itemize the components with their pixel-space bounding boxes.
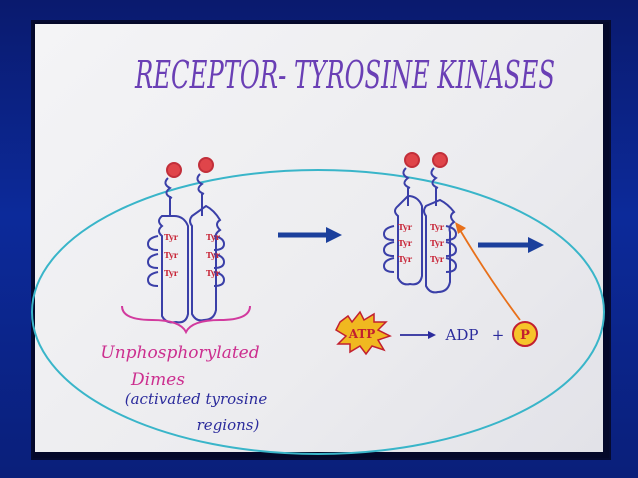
cell-membrane — [31, 169, 605, 455]
tyr-label: Tyr — [430, 222, 445, 232]
dimer-label-line1: Unphosphorylated — [100, 343, 259, 363]
reaction-arrow — [400, 331, 436, 339]
tyr-label: Tyr — [206, 268, 221, 278]
atp-label: ATP — [348, 327, 376, 341]
tyr-label: Tyr — [164, 268, 179, 278]
paper-sheet — [35, 24, 603, 452]
tyr-label: Tyr — [398, 254, 413, 264]
tyr-label: Tyr — [430, 238, 445, 248]
ligand-right-1 — [404, 152, 420, 168]
phosphate-label: P — [520, 328, 530, 343]
receptor-dimer-left — [146, 157, 226, 324]
arrow-right-2 — [478, 237, 544, 253]
ligand-left-1 — [166, 162, 182, 178]
dimer-note-line2: regions) — [197, 416, 260, 434]
atp-burst — [335, 310, 392, 356]
ligand-right-2 — [432, 152, 448, 168]
tyr-labels-left: Tyr Tyr Tyr Tyr Tyr Tyr — [164, 232, 221, 278]
tyr-label: Tyr — [430, 254, 445, 264]
phosphate-transfer-arrow — [455, 222, 521, 321]
tyr-label: Tyr — [398, 222, 413, 232]
tyr-label: Tyr — [206, 250, 221, 260]
tyr-label: Tyr — [206, 232, 221, 242]
tyr-label: Tyr — [398, 238, 413, 248]
dimer-bracket — [121, 305, 251, 335]
adp-label: ADP — [445, 326, 479, 344]
phosphate-circle — [512, 321, 538, 347]
tyr-label: Tyr — [164, 250, 179, 260]
tyr-label: Tyr — [164, 232, 179, 242]
dimer-label-line2: Dimes — [130, 370, 185, 390]
tyr-labels-right: Tyr Tyr Tyr Tyr Tyr Tyr — [398, 222, 445, 264]
plus-sign: + — [492, 326, 505, 344]
arrow-right-1 — [278, 227, 342, 243]
diagram-title: RECEPTOR- TYROSINE KINASES — [134, 53, 555, 97]
receptor-dimer-right — [382, 152, 458, 294]
ligand-left-2 — [198, 157, 214, 173]
dimer-note-line1: (activated tyrosine — [125, 390, 268, 408]
